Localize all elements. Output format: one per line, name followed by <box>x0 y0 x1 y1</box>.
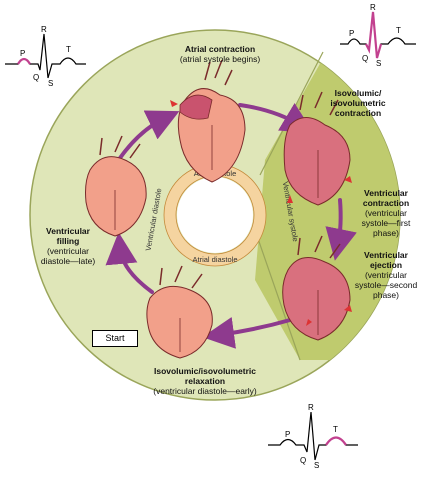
ecg-tl-q: Q <box>33 73 39 82</box>
label-isovolumic-relaxation-2: relaxation <box>184 376 226 386</box>
label-ventricular-contraction: Ventricular contraction (ventricular sys… <box>350 188 422 238</box>
center-hole <box>177 177 253 253</box>
pressure-indicators <box>170 100 352 326</box>
label-isovolumic-contraction-1: Isovolumic/ <box>334 88 382 98</box>
ecg-b-p: P <box>285 430 290 439</box>
ecg-bottom: P R Q S T <box>268 403 358 470</box>
label-isovolumic-relaxation: Isovolumic/isovolumetric relaxation (ven… <box>130 366 280 396</box>
ecg-tr-p: P <box>349 29 354 38</box>
wedge-edge-bottom <box>254 229 301 361</box>
label-ventricular-ejection-2: ejection <box>369 260 403 270</box>
heart-ventricular-filling <box>85 135 147 237</box>
ecg-tr-q: Q <box>362 54 368 63</box>
label-ventricular-filling-1: Ventricular <box>46 226 90 236</box>
label-ventricular-filling-sub-1: (ventricular <box>46 246 90 256</box>
cycle-arrows <box>105 103 357 349</box>
label-ventricular-ejection-sub-3: phase) <box>373 290 399 300</box>
ecg-b-r: R <box>308 403 314 412</box>
label-atrial-contraction: Atrial contraction (atrial systole begin… <box>150 44 290 64</box>
label-ventricular-filling-2: filling <box>56 236 80 246</box>
label-isovolumic-relaxation-1: Isovolumic/isovolumetric <box>153 366 257 376</box>
label-ventricular-contraction-sub-1: (ventricular <box>364 208 408 218</box>
arrow-contraction-to-ejection <box>325 198 357 261</box>
heart-atrial-contraction <box>177 59 246 183</box>
label-atrial-contraction-title: Atrial contraction <box>184 44 256 54</box>
ecg-b-s: S <box>314 461 319 470</box>
label-ventricular-contraction-sub-2: systole—first <box>361 218 411 228</box>
start-box: Start <box>92 330 138 347</box>
ecg-top-right: P R Q S T <box>340 3 416 68</box>
ecg-tl-p: P <box>20 49 25 58</box>
ecg-tr-t: T <box>396 26 401 35</box>
ecg-tl-s: S <box>48 79 53 88</box>
ecg-tr-r: R <box>370 3 376 12</box>
ecg-tr-s: S <box>376 59 381 68</box>
ring-atrial-diastole: Atrial diastole <box>192 255 237 264</box>
label-ventricular-ejection-sub-2: systole—second <box>354 280 418 290</box>
label-isovolumic-contraction: Isovolumic/ isovolumetric contraction <box>318 88 398 118</box>
label-isovolumic-relaxation-sub: (ventricular diastole—early) <box>153 386 257 396</box>
label-atrial-contraction-sub: (atrial systole begins) <box>179 54 261 64</box>
heart-isovolumic-relaxation <box>146 265 213 359</box>
ecg-tl-r: R <box>41 25 47 34</box>
arrow-relaxation-to-filling <box>105 232 154 294</box>
heart-isovolumic-contraction <box>283 91 351 206</box>
heart-ventricular-ejection <box>282 235 351 341</box>
label-ventricular-contraction-1: Ventricular <box>364 188 408 198</box>
label-ventricular-ejection-1: Ventricular <box>364 250 408 260</box>
ecg-b-t: T <box>333 425 338 434</box>
label-ventricular-contraction-2: contraction <box>362 198 410 208</box>
arrow-ejection-to-relaxation <box>202 317 292 349</box>
label-ventricular-filling-sub-2: diastole—late) <box>40 256 96 266</box>
label-isovolumic-contraction-3: contraction <box>334 108 382 118</box>
arrow-filling-to-atrial <box>118 110 180 160</box>
label-ventricular-filling: Ventricular filling (ventricular diastol… <box>30 226 106 266</box>
ecg-b-q: Q <box>300 456 306 465</box>
label-ventricular-contraction-sub-3: phase) <box>373 228 399 238</box>
label-isovolumic-contraction-2: isovolumetric <box>330 98 386 108</box>
label-ventricular-ejection: Ventricular ejection (ventricular systol… <box>350 250 422 300</box>
ecg-top-left: P R Q S T <box>5 25 86 88</box>
label-ventricular-ejection-sub-1: (ventricular <box>364 270 408 280</box>
ecg-tl-t: T <box>66 45 71 54</box>
